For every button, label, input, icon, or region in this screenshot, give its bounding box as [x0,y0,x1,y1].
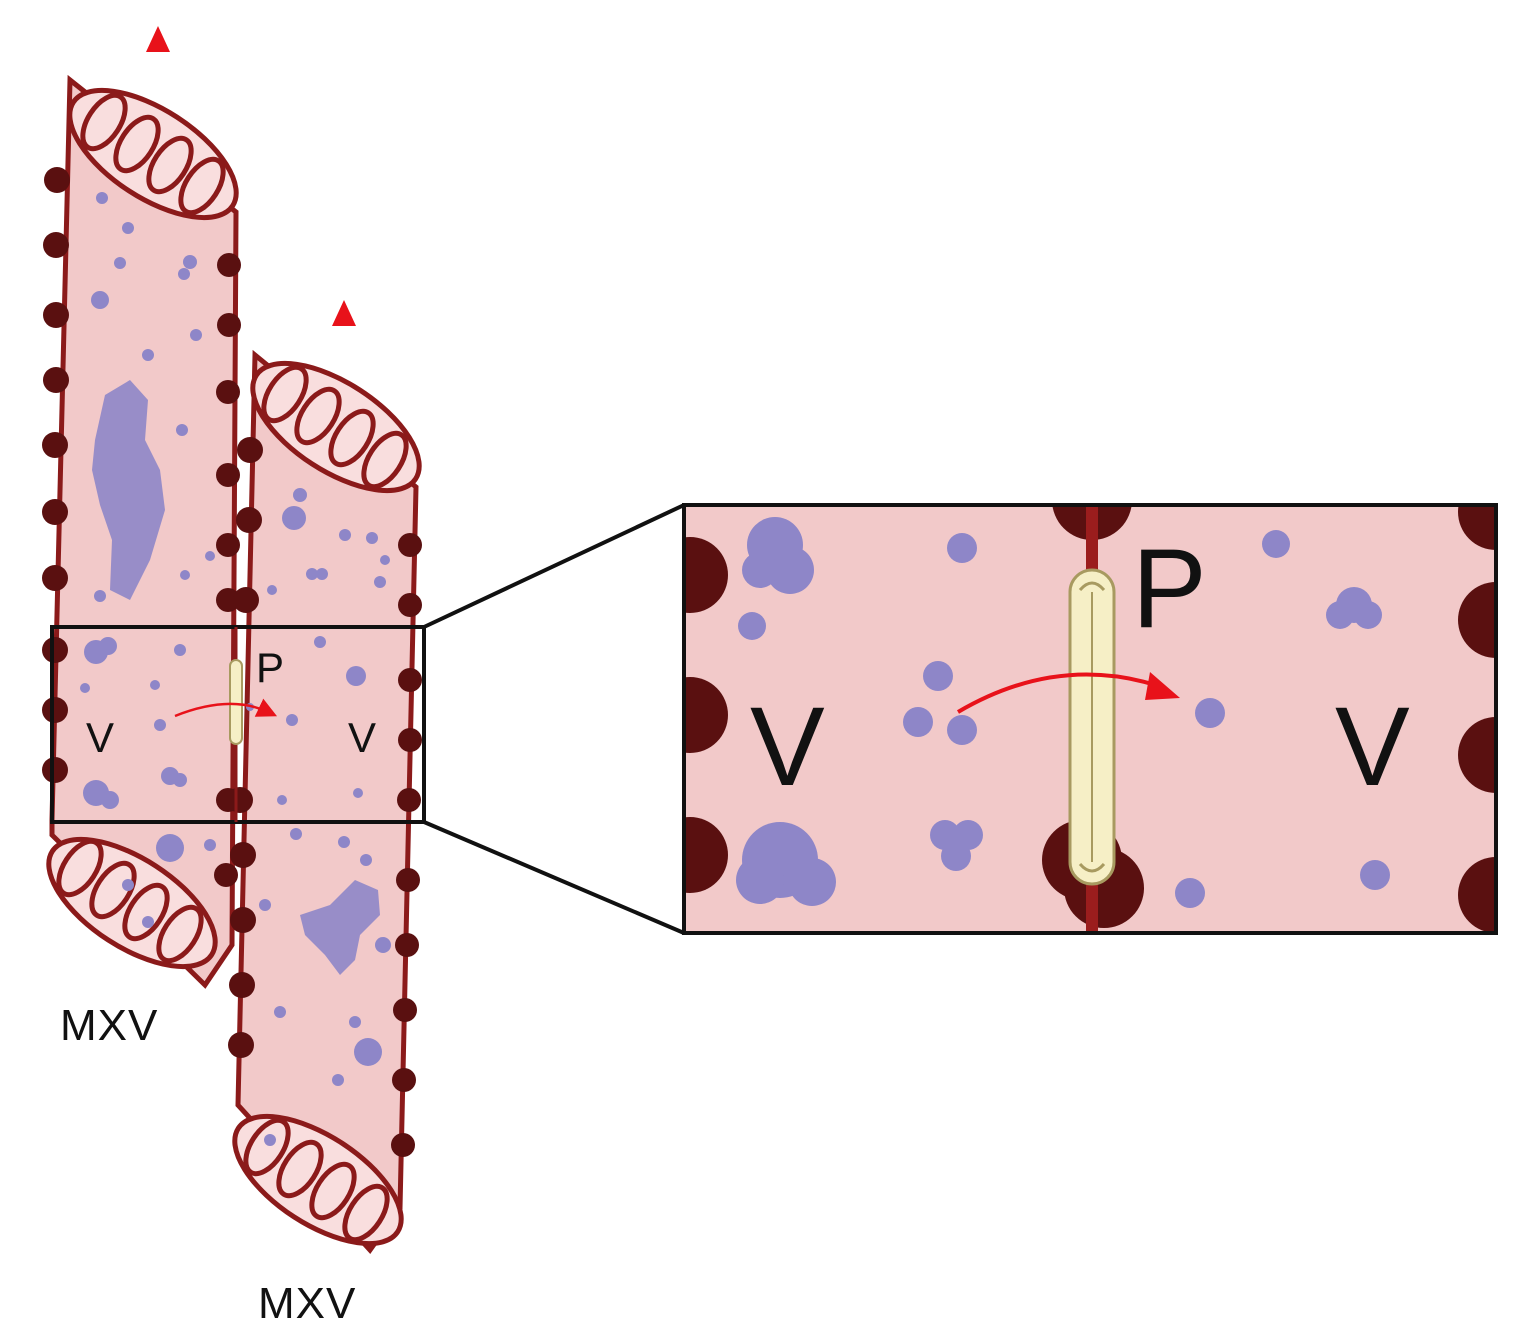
zoom-right-region-label: V [1335,684,1410,809]
zoom-left-wall-nodules [684,537,728,893]
left-vessel-bottom-opening [46,836,218,970]
right-vessel-label: MXV [258,1279,356,1328]
left-vessel-top-opening [67,87,239,221]
left-vessel-label: MXV [60,1001,158,1050]
right-vessel-top-opening [250,360,422,494]
right-vessel-wall-nodules [227,437,422,1157]
overview-selection: V V P [50,625,426,824]
left-vessel-particles [80,192,216,928]
transfer-arrow-head [1145,672,1180,700]
flow-arrow-icon [146,26,170,295]
zoom-left-region-label: V [750,684,825,809]
left-vessel [42,74,241,989]
zoom-panel-frame [682,503,1498,935]
zoom-panel: V V P [682,503,1498,935]
right-vessel-particles [246,488,391,1146]
flow-arrow-icon [332,300,356,575]
transfer-arrow-icon [174,698,278,718]
zoom-connectors [423,503,685,935]
right-vessel [227,349,422,1254]
right-vessel-cluster [300,880,380,975]
transfer-arrow-icon [956,672,1166,714]
zoom-pore-label: P [1132,526,1207,651]
pore-icon [1068,568,1116,886]
overview-left-region-label: V [86,714,114,761]
zoom-right-wall-nodules [1458,505,1496,933]
overview-pore-label: P [256,644,284,691]
right-vessel-bottom-opening [232,1113,404,1247]
left-vessel-cluster [92,380,165,600]
pore-icon [229,659,243,745]
zoom-particles [736,517,1390,908]
overview-right-region-label: V [348,714,376,761]
